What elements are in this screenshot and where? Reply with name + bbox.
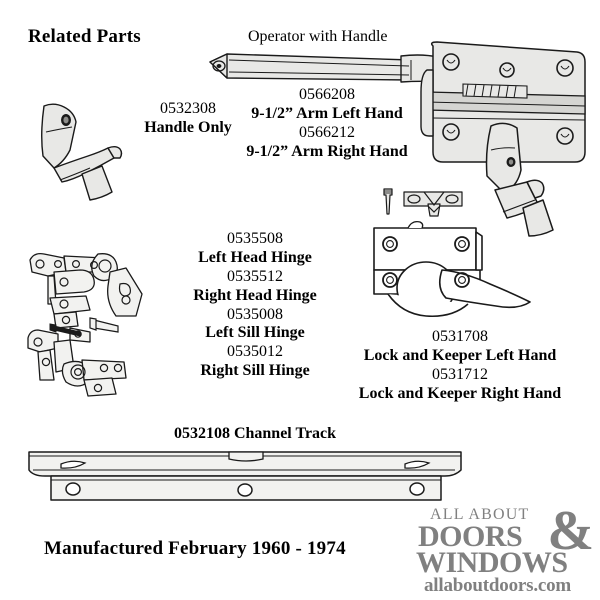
logo-line-doors: DOORS <box>418 520 523 553</box>
sill-hinge-left-description: Left Sill Hinge <box>205 324 305 342</box>
lock-right-part-number: 0531712 <box>432 365 488 383</box>
lock-and-keeper-drawing <box>373 220 531 318</box>
sill-hinge-right-description: Right Sill Hinge <box>200 362 310 380</box>
lock-left-part-number: 0531708 <box>432 328 488 345</box>
label-handle-only: 0532308 Handle Only <box>108 100 268 138</box>
lock-right-description: Lock and Keeper Right Hand <box>358 384 562 402</box>
logo-line-windows: WINDOWS <box>416 546 568 579</box>
label-operator-arms: 0566208 9-1/2” Arm Left Hand 0566212 9-1… <box>222 86 432 162</box>
label-channel-track: 0532108 Channel Track <box>173 425 337 442</box>
lock-left-description: Lock and Keeper Left Hand <box>363 346 557 364</box>
label-hinges: 0535508 Left Head Hinge 0535512 Right He… <box>160 230 350 381</box>
handle-description: Handle Only <box>144 118 232 136</box>
head-hinge-left-part-number: 0535508 <box>227 230 283 247</box>
arm-right-description: 9-1/2” Arm Right Hand <box>246 142 408 160</box>
arm-left-description: 9-1/2” Arm Left Hand <box>251 104 403 122</box>
label-lock-and-keeper: 0531708 Lock and Keeper Left Hand 053171… <box>330 328 590 404</box>
logo-ampersand: & <box>547 500 594 562</box>
logo-line-all-about: ALL ABOUT <box>430 506 530 523</box>
head-hinge-right-part-number: 0535512 <box>227 267 283 285</box>
channel-track-drawing <box>28 451 462 501</box>
sill-hinge-left-part-number: 0535008 <box>227 305 283 323</box>
head-hinge-left-description: Left Head Hinge <box>198 248 312 266</box>
hinges-drawing <box>27 252 143 397</box>
company-logo[interactable]: ALL ABOUT & DOORS WINDOWS allaboutdoors.… <box>412 500 594 597</box>
arm-right-part-number: 0566212 <box>299 123 355 141</box>
operator-with-handle-drawing <box>209 41 586 237</box>
handle-part-number: 0532308 <box>160 100 216 117</box>
head-hinge-right-description: Right Head Hinge <box>193 286 317 304</box>
sill-hinge-right-part-number: 0535012 <box>227 343 283 361</box>
arm-left-part-number: 0566208 <box>299 86 355 103</box>
operator-section-heading: Operator with Handle <box>248 28 388 45</box>
keeper-plate-drawing <box>383 188 463 217</box>
logo-website-url[interactable]: allaboutdoors.com <box>424 575 572 596</box>
manufactured-date-text: Manufactured February 1960 - 1974 <box>44 538 346 559</box>
handle-drawing <box>41 103 123 201</box>
page-title: Related Parts <box>28 26 141 47</box>
